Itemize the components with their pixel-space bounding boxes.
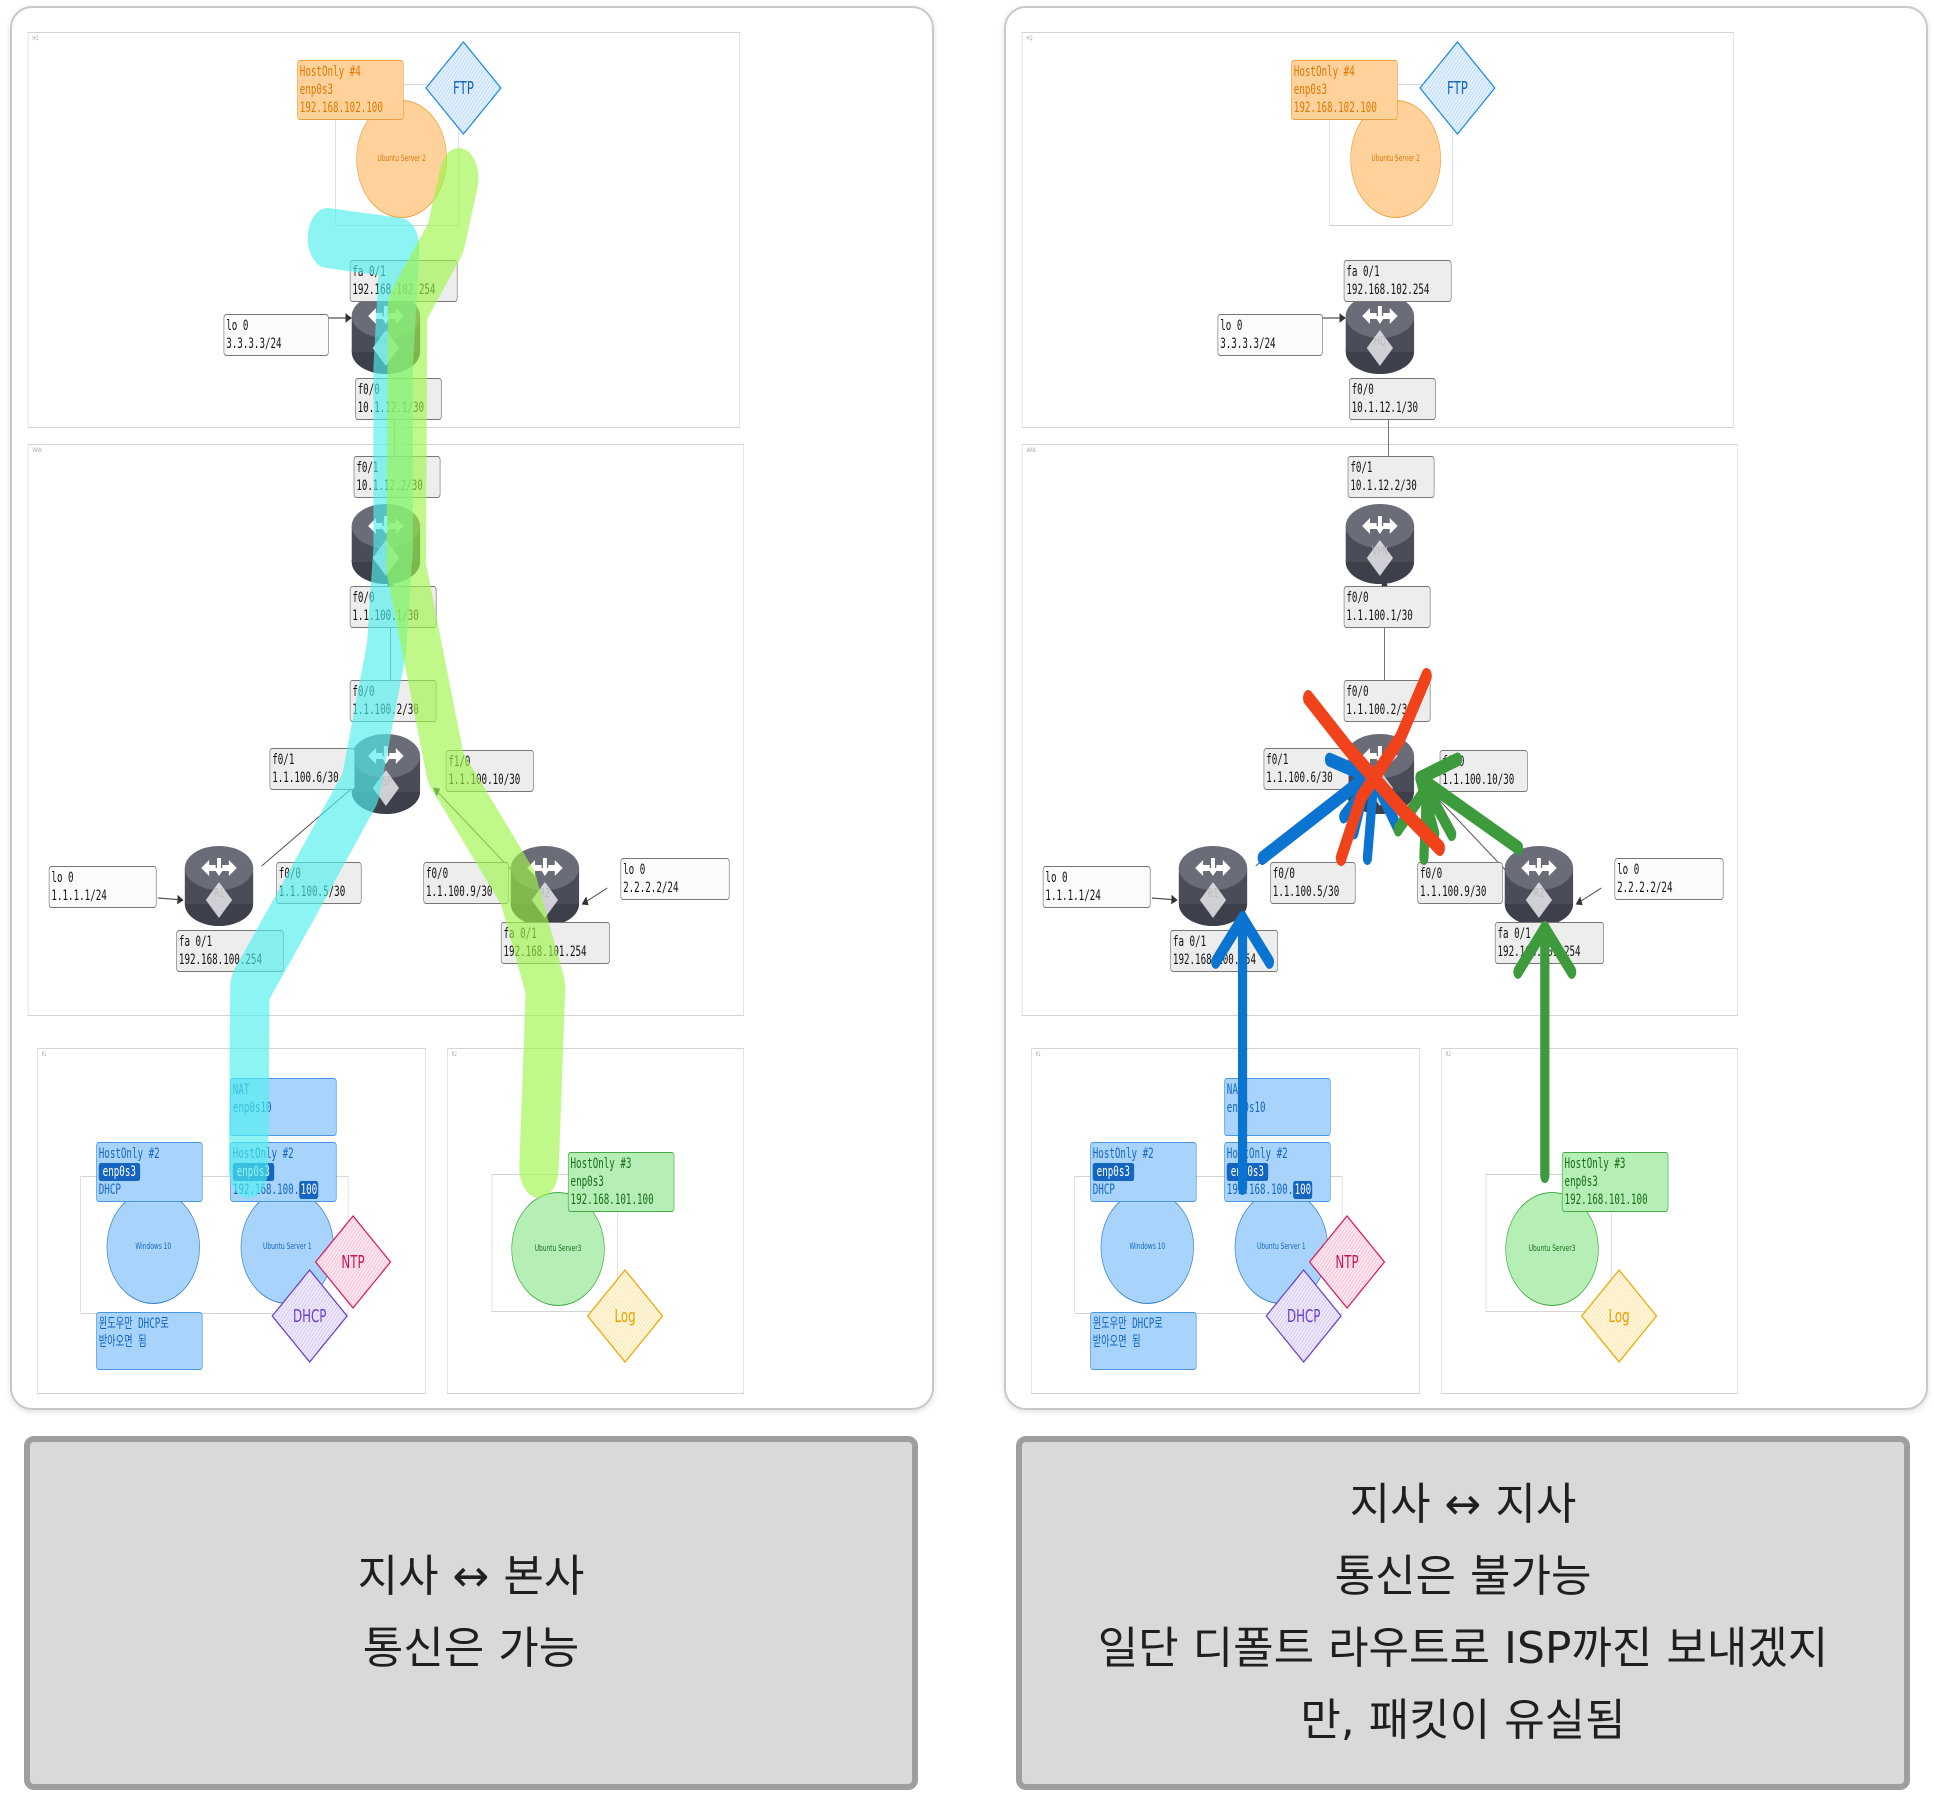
win-iface-chip: enp0s3 <box>98 1163 140 1181</box>
ub1-ip-chip: 100 <box>299 1181 319 1199</box>
router-name: R2 <box>1533 886 1545 900</box>
ftp-label: FTP <box>452 77 474 99</box>
ubuntu3-interface-label: HostOnly #3 enp0s3 192.168.101.100 <box>567 1152 675 1212</box>
router-r1[interactable]: R1 <box>1177 832 1249 932</box>
dhcp-service[interactable]: DHCP <box>1265 1268 1343 1364</box>
link-r2-isp <box>1427 787 1506 871</box>
ubuntu3-interface-label: HostOnly #3 enp0s3 192.168.101.100 <box>1561 1152 1669 1212</box>
win-dhcp: DHCP <box>1092 1182 1115 1198</box>
caption-right-line-2: 통신은 불가능 <box>1334 1551 1592 1602</box>
ftp-label: FTP <box>1446 77 1468 99</box>
annotation-overlay <box>1211 668 1577 1195</box>
ntp-label: NTP <box>341 1251 365 1273</box>
caption-left-line-1: 지사 ↔ 본사 <box>357 1551 585 1602</box>
diamond-shape <box>1419 41 1496 135</box>
caption-right-line-3: 일단 디폴트 라우트로 ISP까진 보내겠지 <box>1097 1623 1829 1674</box>
ub1-ip-chip: 100 <box>1293 1181 1313 1199</box>
log-service[interactable]: Log <box>586 1268 664 1364</box>
diagram-panel-left: HQ WAN R1 R2 HQ VPN ISP R1 R2 fa 0/1 192… <box>10 6 934 1410</box>
diagram-right: HQ WAN R1 R2 HQ VPN ISP R1 R2 fa 0/1 192… <box>1006 8 1926 1408</box>
win-iface-chip: enp0s3 <box>1092 1163 1134 1181</box>
cyan-path-highlight <box>228 208 420 1198</box>
windows-10-node[interactable]: Windows 10 <box>106 1190 200 1304</box>
r2-lo0-label: lo 0 2.2.2.2/24 <box>1614 858 1724 900</box>
router-name: ISP <box>379 774 392 788</box>
link-r1-lo <box>1151 894 1178 905</box>
log-label: Log <box>614 1305 636 1327</box>
hq-f00-label: f0/0 10.1.12.1/30 <box>1349 378 1436 420</box>
router-vpn[interactable]: VPN <box>1344 490 1416 590</box>
green-arrow-short <box>1393 781 1457 865</box>
dhcp-service[interactable]: DHCP <box>271 1268 349 1364</box>
windows-dhcp-note: 윈도우만 DHCP로 받아오면 됨 <box>96 1312 203 1370</box>
router-icon <box>1345 504 1415 584</box>
router-name: R1 <box>213 886 225 900</box>
ftp-service[interactable]: FTP <box>1419 40 1497 136</box>
r2-lo0-label: lo 0 2.2.2.2/24 <box>620 858 730 900</box>
r1-lo0-label: lo 0 1.1.1.1/24 <box>48 866 157 908</box>
caption-left: 지사 ↔ 본사 통신은 가능 <box>24 1436 918 1790</box>
ubuntu2-interface-label: HostOnly #4 enp0s3 192.168.102.100 <box>297 60 404 120</box>
router-name: VPN <box>1371 544 1388 558</box>
windows-dhcp-note: 윈도우만 DHCP로 받아오면 됨 <box>1090 1312 1197 1370</box>
diamond-shape <box>586 1269 664 1363</box>
log-service[interactable]: Log <box>1580 1268 1658 1364</box>
r1-lo0-label: lo 0 1.1.1.1/24 <box>1042 866 1151 908</box>
router-name: R1 <box>1207 886 1219 900</box>
hq-fa01-label: fa 0/1 192.168.102.254 <box>1343 260 1452 302</box>
router-icon <box>1178 846 1248 926</box>
win-hostonly: HostOnly #2 <box>98 1146 160 1162</box>
ubuntu2-interface-label: HostOnly #4 enp0s3 192.168.102.100 <box>1291 60 1398 120</box>
link-r1-lo <box>157 894 184 905</box>
win-dhcp: DHCP <box>98 1182 121 1198</box>
dhcp-label: DHCP <box>1286 1305 1321 1327</box>
link-r2-lo <box>1575 887 1602 906</box>
diamond-shape <box>1308 1215 1386 1309</box>
router-r2[interactable]: R2 <box>1503 832 1575 932</box>
diagram-left: HQ WAN R1 R2 HQ VPN ISP R1 R2 fa 0/1 192… <box>12 8 932 1408</box>
hq-lo0-label: lo 0 3.3.3.3/24 <box>1217 314 1323 356</box>
green-arrow-up <box>1513 921 1577 1183</box>
win-hostonly: HostOnly #2 <box>1092 1146 1154 1162</box>
vpn-f01-label: f0/1 10.1.12.2/30 <box>1347 456 1435 498</box>
diagram-panel-right: HQ WAN R1 R2 HQ VPN ISP R1 R2 fa 0/1 192… <box>1004 6 1928 1410</box>
router-name: HQ <box>1373 334 1386 348</box>
diamond-shape <box>271 1269 348 1363</box>
blue-arrow-up <box>1211 911 1275 1195</box>
ntp-label: NTP <box>1335 1251 1359 1273</box>
r1-f00-label: f0/0 1.1.100.5/30 <box>1270 862 1356 904</box>
windows-interface-label: HostOnly #2 enp0s3 DHCP <box>1090 1142 1197 1202</box>
diamond-shape <box>1265 1269 1342 1363</box>
caption-right: 지사 ↔ 지사 통신은 불가능 일단 디폴트 라우트로 ISP까진 보내겠지 만… <box>1016 1436 1910 1790</box>
caption-right-line-4: 만, 패킷이 유실됨 <box>1300 1695 1626 1746</box>
router-icon <box>1345 294 1415 374</box>
router-name: R2 <box>539 886 551 900</box>
red-cross-stroke-2 <box>1335 668 1432 866</box>
ftp-service[interactable]: FTP <box>425 40 503 136</box>
diamond-shape <box>314 1215 392 1309</box>
dhcp-label: DHCP <box>292 1305 327 1327</box>
router-icon <box>1504 846 1574 926</box>
hq-lo0-label: lo 0 3.3.3.3/24 <box>223 314 329 356</box>
annotation-overlay <box>228 148 566 1198</box>
router-hq[interactable]: HQ <box>1344 280 1416 380</box>
router-r1[interactable]: R1 <box>183 832 255 932</box>
link-r2-lo <box>581 887 608 906</box>
log-label: Log <box>1608 1305 1630 1327</box>
vpn-f00-label: f0/0 1.1.100.1/30 <box>1343 586 1431 628</box>
ub1-hostonly: HostOnly #2 <box>1226 1146 1288 1162</box>
windows-interface-label: HostOnly #2 enp0s3 DHCP <box>96 1142 203 1202</box>
r2-f00-label: f0/0 1.1.100.9/30 <box>1417 862 1503 904</box>
router-icon <box>184 846 254 926</box>
ntp-service[interactable]: NTP <box>1308 1214 1386 1310</box>
green-path-highlight <box>386 148 566 1198</box>
caption-left-line-2: 통신은 가능 <box>362 1623 580 1674</box>
caption-right-line-1: 지사 ↔ 지사 <box>1349 1479 1577 1530</box>
diamond-shape <box>1580 1269 1658 1363</box>
ntp-service[interactable]: NTP <box>314 1214 392 1310</box>
diamond-shape <box>425 41 502 135</box>
